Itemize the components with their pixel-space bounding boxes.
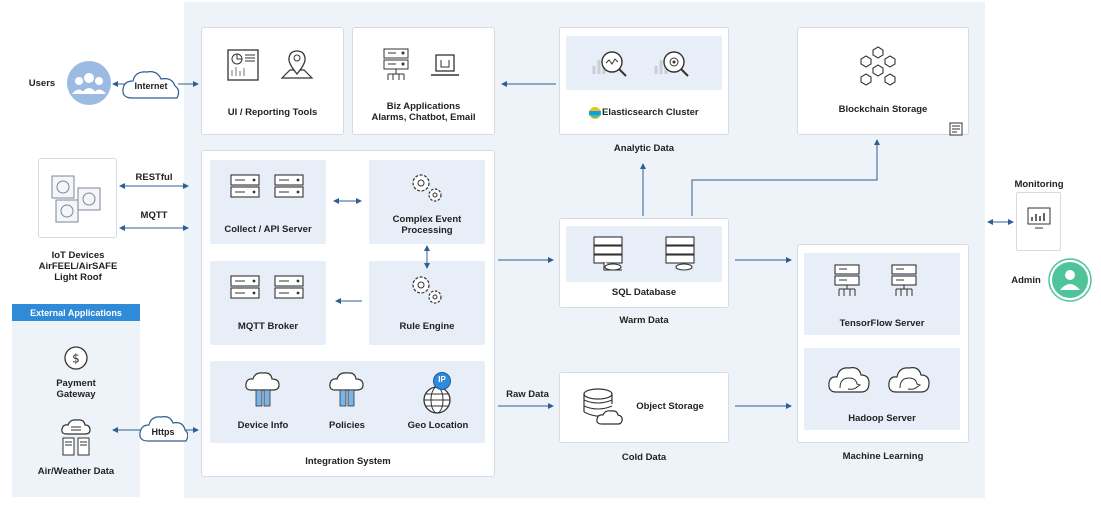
weather-data-icon <box>61 419 91 456</box>
collect-api-label: Collect / API Server <box>224 224 312 235</box>
server-network-icon <box>383 48 409 80</box>
admin-label: Admin <box>1011 275 1041 286</box>
admin-icon <box>1048 258 1092 302</box>
external-apps-title: External Applications <box>30 308 122 318</box>
ip-badge <box>433 372 451 390</box>
cep-line1: Complex Event <box>392 214 462 225</box>
cep-line2: Processing <box>401 225 453 236</box>
rule-engine-box[interactable] <box>369 261 485 345</box>
sql-inner <box>566 226 722 282</box>
monitoring-label: Monitoring <box>1014 179 1064 190</box>
cold-data-label: Cold Data <box>621 452 667 463</box>
elasticsearch-logo-icon <box>589 107 601 119</box>
object-storage-label: Object Storage <box>636 401 704 412</box>
svg-text:$: $ <box>72 352 80 366</box>
external-apps-header <box>12 304 140 321</box>
sql-database-label: SQL Database <box>611 287 677 298</box>
integration-system-label: Integration System <box>305 456 391 467</box>
mqtt-label: MQTT <box>140 210 168 221</box>
iot-devices-line1: IoT Devices <box>51 250 105 261</box>
device-info-cloud-icon <box>245 372 280 407</box>
ui-tools-label: UI / Reporting Tools <box>227 107 318 118</box>
restful-label: RESTful <box>135 172 173 183</box>
blockchain-icon <box>860 46 896 86</box>
elastic-label: Elasticsearch Cluster <box>602 107 699 118</box>
gear-search-icon <box>654 51 689 77</box>
cep-box[interactable] <box>369 160 485 244</box>
payment-line1: Payment <box>56 378 96 389</box>
biz-apps-line2: Alarms, Chatbot, Email <box>371 112 476 123</box>
mqtt-broker-label: MQTT Broker <box>237 321 299 332</box>
laptop-icon <box>431 54 459 76</box>
blockchain-label: Blockchain Storage <box>838 104 928 115</box>
dashboard-icon <box>227 49 259 81</box>
tensorflow-inner[interactable] <box>804 253 960 335</box>
collect-api-server-box[interactable] <box>210 160 326 244</box>
geo-location-label: Geo Location <box>407 420 469 431</box>
machine-learning-label: Machine Learning <box>842 451 924 462</box>
device-info-label: Device Info <box>237 420 289 431</box>
ip-badge-text: IP <box>438 375 446 384</box>
mqtt-broker-box[interactable] <box>210 261 326 345</box>
https-label: Https <box>151 427 175 437</box>
map-pin-icon <box>280 50 314 79</box>
policies-label: Policies <box>329 420 365 431</box>
weather-label: Air/Weather Data <box>37 466 115 477</box>
elastic-inner <box>566 36 722 90</box>
iot-devices-line2: AirFEEL/AirSAFE <box>38 261 118 272</box>
collect-server-icon <box>230 174 304 198</box>
object-storage-icon <box>583 388 623 425</box>
iot-fan-icon <box>51 175 101 223</box>
iot-devices-line3: Light Roof <box>54 272 102 283</box>
policies-cloud-icon <box>329 372 364 407</box>
payment-line2: Gateway <box>56 389 96 400</box>
internet-cloud-icon <box>122 71 180 99</box>
cep-gears-icon <box>412 174 442 202</box>
dollar-icon: $ <box>64 346 88 370</box>
tensorflow-server-icon <box>834 264 917 296</box>
document-list-icon <box>949 122 963 136</box>
https-cloud-icon <box>139 416 188 442</box>
ui-tools-card[interactable] <box>201 27 344 135</box>
users-label: Users <box>28 78 56 89</box>
analytics-search-icon <box>592 51 627 77</box>
biz-apps-line1: Biz Applications <box>386 101 461 112</box>
monitor-chart-icon <box>1027 207 1051 229</box>
blockchain-card[interactable] <box>797 27 969 135</box>
internet-label: Internet <box>134 81 168 91</box>
biz-apps-card[interactable] <box>352 27 495 135</box>
raw-data-label: Raw Data <box>506 389 549 400</box>
hadoop-server-icon <box>828 367 930 393</box>
analytic-data-label: Analytic Data <box>613 143 675 154</box>
mqtt-broker-server-icon <box>230 275 304 299</box>
rule-engine-label: Rule Engine <box>399 321 455 332</box>
users-icon <box>67 61 111 105</box>
hadoop-label: Hadoop Server <box>848 413 916 424</box>
tensorflow-label: TensorFlow Server <box>839 318 925 329</box>
rule-engine-gears-icon <box>412 276 442 304</box>
external-apps-panel <box>12 304 140 497</box>
sql-database-icon <box>593 236 695 271</box>
warm-data-label: Warm Data <box>619 315 669 326</box>
